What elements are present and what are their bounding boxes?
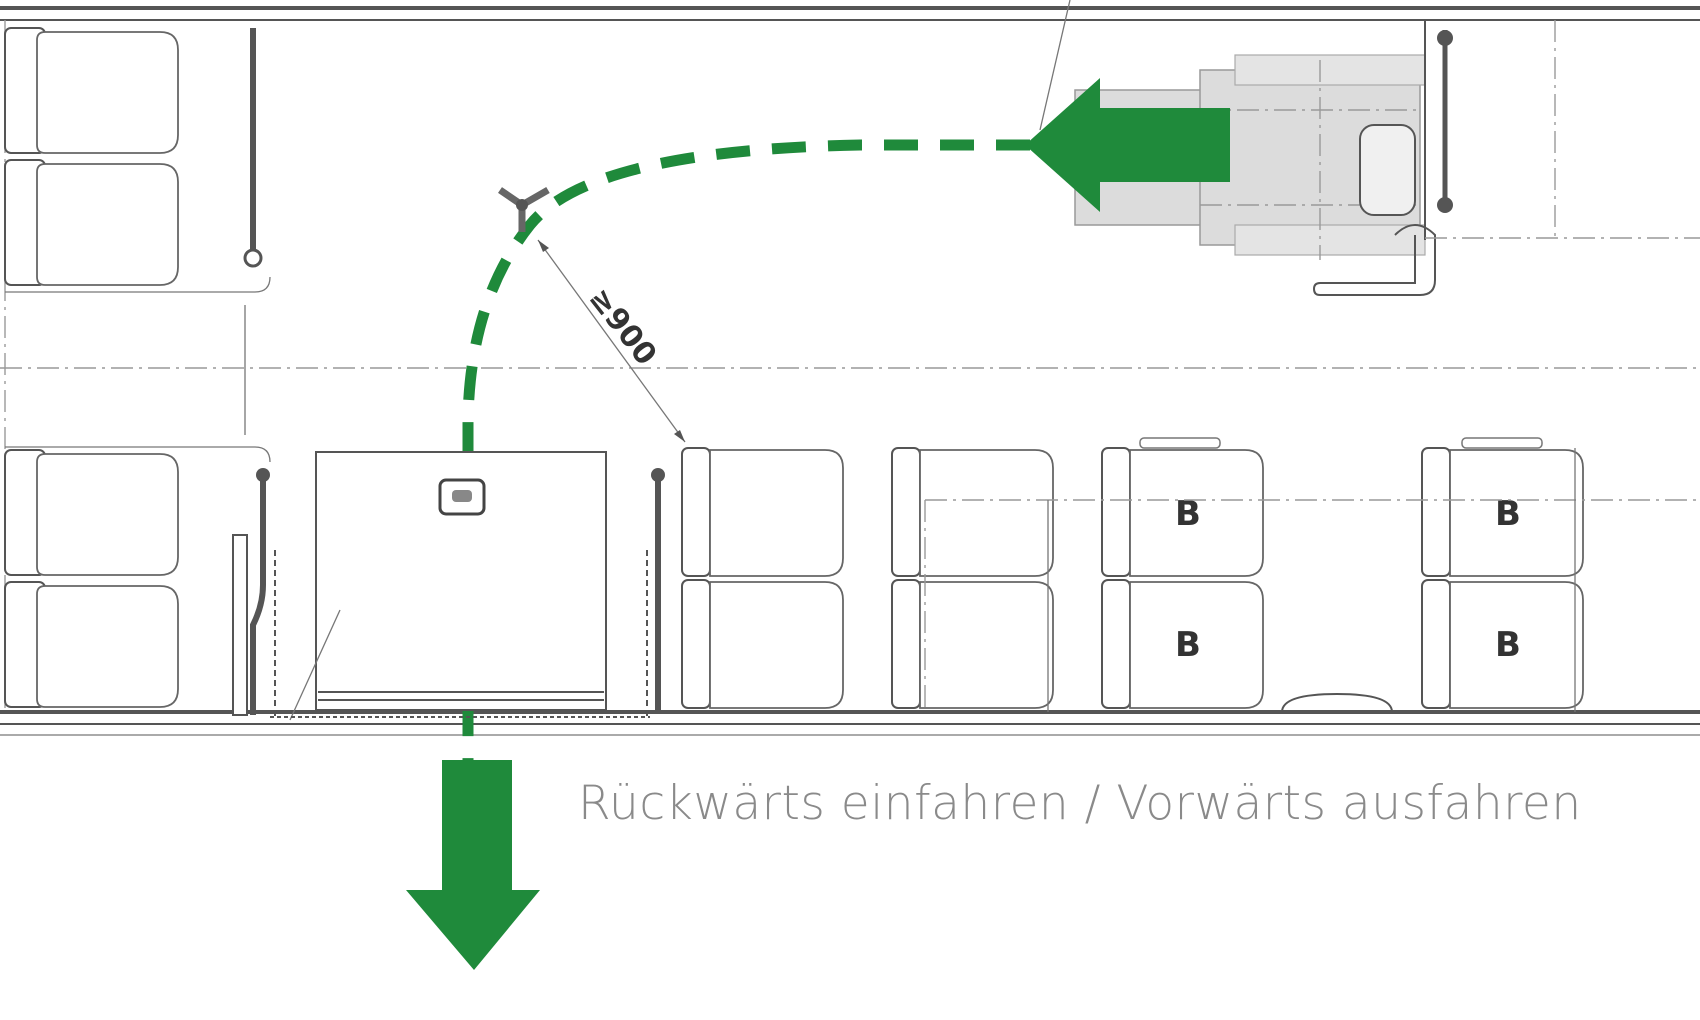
handrail-icon xyxy=(232,468,276,720)
caption: Rückwärts einfahren / Vorwärts ausfahren xyxy=(578,776,1582,831)
arrow-left-icon xyxy=(1025,78,1230,212)
seat-group-top-left xyxy=(4,27,271,435)
seat-icon xyxy=(1421,447,1584,577)
seat-mark: B xyxy=(1175,625,1201,665)
seat-icon xyxy=(4,159,179,286)
seat-group-bottom-left xyxy=(4,446,271,708)
seat-icon xyxy=(891,579,1054,709)
seat-row-4: B B xyxy=(1421,437,1584,709)
seat-icon xyxy=(4,449,179,576)
seat-icon xyxy=(891,447,1054,577)
seat-icon xyxy=(681,579,844,709)
arrow-down-icon xyxy=(406,760,540,970)
wheel-arch xyxy=(1281,692,1393,713)
seat-icon xyxy=(681,447,844,577)
door-icon xyxy=(270,451,650,721)
stanchion-icon xyxy=(498,186,550,232)
seat-row-3: B B xyxy=(1101,437,1264,709)
seat-icon xyxy=(4,27,179,154)
seat-icon xyxy=(4,581,179,708)
seat-icon xyxy=(1101,447,1264,577)
wheelchair-icon xyxy=(1074,20,1700,296)
wheelchair-path xyxy=(462,139,1030,780)
dimension-label: ≥900 xyxy=(582,281,664,372)
seat-icon xyxy=(1421,579,1584,709)
seat-row-1 xyxy=(681,447,844,709)
dimension-900: ≥900 xyxy=(537,239,686,443)
seat-icon xyxy=(1101,579,1264,709)
seat-mark: B xyxy=(1495,625,1521,665)
seat-row-2 xyxy=(891,447,1054,709)
handrail-icon xyxy=(243,28,263,268)
handrail-icon xyxy=(646,468,665,720)
